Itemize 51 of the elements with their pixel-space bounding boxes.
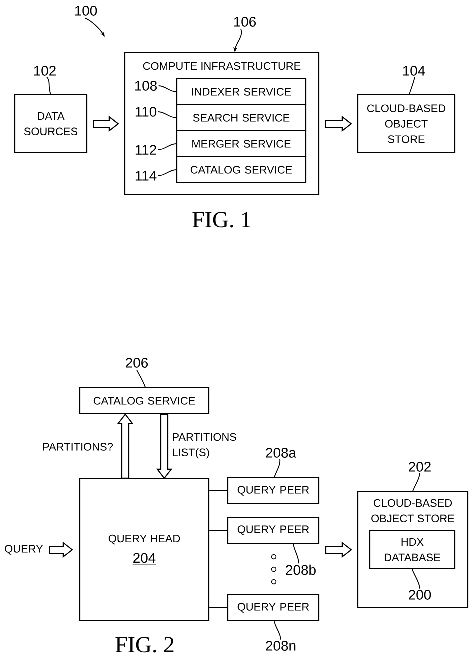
- process-box: INDEXER SERVICE: [176, 78, 307, 106]
- leader-line: [158, 112, 177, 118]
- process-box: QUERY PEER: [227, 594, 320, 622]
- reference-numeral: 206: [126, 358, 148, 368]
- leader-line: [274, 621, 282, 640]
- leader-line: [136, 370, 146, 388]
- process-box: QUERY HEAD 204: [79, 478, 210, 622]
- reference-numeral: 208a: [266, 448, 297, 458]
- reference-numeral: 202: [409, 462, 431, 472]
- process-box: SEARCH SERVICE: [176, 104, 307, 132]
- reference-numeral: 208n: [266, 641, 296, 651]
- connector-line: [209, 490, 228, 492]
- leader-line: [412, 472, 420, 492]
- reference-numeral: 100: [75, 6, 98, 16]
- reference-numeral: 104: [403, 66, 426, 76]
- leader-line: [158, 144, 177, 150]
- process-box: CATALOG SERVICE: [176, 156, 307, 184]
- hollow-arrow: [325, 116, 352, 132]
- process-box: DATA SOURCES: [14, 94, 88, 154]
- connector-line: [209, 530, 228, 531]
- leader-line: [158, 86, 177, 92]
- edge-label: PARTITIONS?: [42, 442, 114, 452]
- process-box: MERGER SERVICE: [176, 130, 307, 158]
- reference-numeral: 114: [136, 171, 157, 181]
- process-box: HDX DATABASE: [369, 530, 456, 570]
- process-box: CLOUD-BASED OBJECT STORE: [357, 94, 456, 154]
- leader-line: [158, 170, 177, 176]
- reference-numeral: 106: [234, 17, 256, 27]
- leader-line: [274, 458, 281, 478]
- hollow-arrow: [325, 542, 352, 558]
- leader-line: [46, 76, 52, 95]
- process-box: CATALOG SERVICE: [79, 387, 210, 415]
- text-label: QUERY: [5, 545, 44, 555]
- reference-numeral: 102: [34, 66, 56, 76]
- hollow-arrow: [93, 116, 120, 132]
- process-box: QUERY PEER: [227, 516, 320, 544]
- reference-numeral: 200: [409, 590, 432, 600]
- figure-caption: FIG. 1: [192, 212, 251, 228]
- hollow-arrow: [117, 414, 134, 479]
- reference-numeral: 208b: [286, 564, 316, 576]
- leader-line: [412, 569, 420, 590]
- leader-line: [409, 76, 416, 95]
- edge-label: PARTITIONS LIST(S): [171, 432, 246, 460]
- figure-caption: FIG. 2: [116, 637, 174, 653]
- reference-numeral: 110: [136, 107, 157, 117]
- reference-numeral: 108: [135, 81, 158, 91]
- hollow-arrow: [49, 542, 74, 558]
- process-box: QUERY PEER: [227, 477, 320, 505]
- leader-line: [293, 544, 300, 564]
- hollow-arrow: [156, 414, 173, 480]
- reference-numeral: 112: [136, 145, 156, 155]
